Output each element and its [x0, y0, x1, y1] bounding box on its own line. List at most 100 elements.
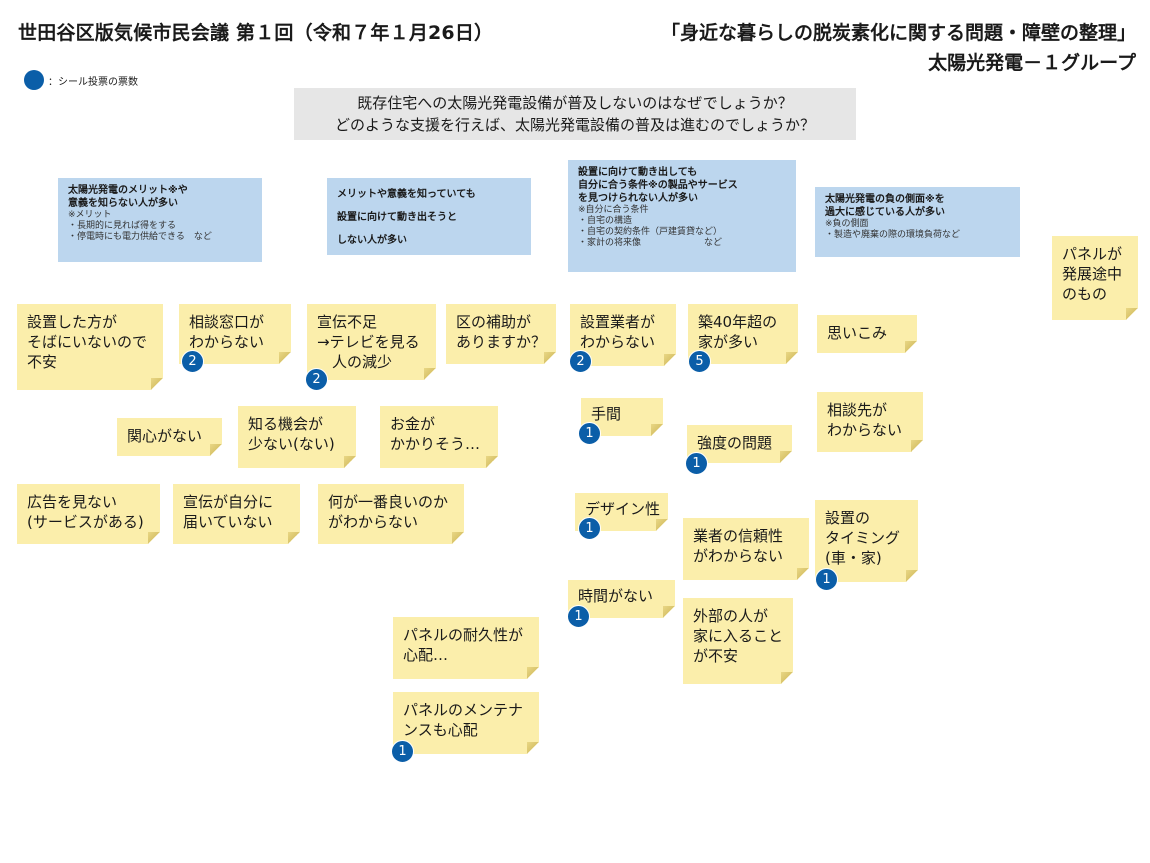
category-title: を見つけられない人が多い: [578, 193, 698, 204]
note-text: 外部の人が: [693, 607, 769, 625]
category-note: ・自宅の構造: [578, 216, 633, 226]
note-text: わからない: [580, 333, 656, 351]
category-title: 太陽光発電の負の側面※を: [825, 194, 945, 205]
note-text: ありますか？: [456, 333, 547, 351]
note-text: 発展途中: [1062, 265, 1123, 283]
sticky-note: 広告を見ない (サービスがある): [17, 484, 160, 544]
note-text: がわからない: [693, 547, 784, 565]
note-fold: [651, 424, 663, 436]
note-text: がわからない: [328, 513, 419, 531]
note-text: パネルが: [1062, 245, 1123, 263]
category-note: ・製造や廃棄の際の環境負荷など: [825, 230, 961, 240]
sticky-note: 何が一番良いのか がわからない: [318, 484, 464, 544]
category-title: 過大に感じている人が多い: [825, 207, 945, 218]
category-title: 太陽光発電のメリット※や: [68, 185, 188, 196]
note-text: 知る機会が: [248, 415, 324, 433]
sticky-note: 築40年超の 家が多い: [688, 304, 798, 364]
note-text: 時間がない: [578, 587, 654, 605]
note-fold: [486, 456, 498, 468]
note-fold: [905, 341, 917, 353]
vote-count-badge: 1: [567, 605, 590, 628]
note-text: かかりそう…: [390, 435, 481, 453]
question-box: 既存住宅への太陽光発電設備が普及しないのはなぜでしょうか？ どのような支援を行え…: [294, 88, 856, 140]
category-note: ・家計の将来像 など: [578, 238, 723, 248]
category-title: しない人が多い: [337, 235, 407, 246]
category-title: メリットや意義を知っていても: [337, 189, 476, 200]
category-box: 太陽光発電のメリット※や 意義を知らない人が多い ※メリット ・長期的に見れば得…: [58, 178, 262, 262]
note-fold: [663, 606, 675, 618]
sticky-note: 宣伝が自分に 届いていない: [173, 484, 300, 544]
note-fold: [911, 440, 923, 452]
note-fold: [452, 532, 464, 544]
note-text: 心配…: [403, 646, 449, 664]
page-title: 世田谷区版気候市民会議 第１回（令和７年１月26日）: [18, 22, 494, 44]
note-text: 関心がない: [127, 427, 203, 445]
note-text: 宣伝が自分に: [183, 493, 274, 511]
sticky-note: 宣伝不足 →テレビを見る 人の減少: [307, 304, 436, 380]
note-fold: [527, 667, 539, 679]
sticky-note: 相談先が わからない: [817, 392, 923, 452]
note-fold: [781, 672, 793, 684]
sticky-note: 設置した方が そばにいないので 不安: [17, 304, 163, 390]
question-line: どのような支援を行えば、太陽光発電設備の普及は進むのでしょうか？: [334, 116, 815, 134]
category-note: ※自分に合う条件: [578, 205, 649, 215]
note-text: 業者の信頼性: [693, 527, 784, 545]
category-note: ・長期的に見れば得をする: [68, 221, 177, 231]
sticky-note: パネルの耐久性が 心配…: [393, 617, 539, 679]
vote-count-badge: 1: [578, 517, 601, 540]
note-fold: [786, 352, 798, 364]
note-text: 手間: [591, 405, 622, 423]
note-text: 不安: [27, 353, 58, 371]
vote-dot-icon: [24, 70, 44, 90]
note-text: 思いこみ: [827, 324, 888, 342]
vote-count-badge: 2: [569, 350, 592, 373]
vote-count-badge: 2: [181, 350, 204, 373]
category-title: 設置に向けて動き出しても: [578, 167, 698, 178]
note-text: 設置業者が: [580, 313, 656, 331]
sticky-note: パネルのメンテナ ンスも心配: [393, 692, 539, 754]
note-text: 設置の: [825, 509, 871, 527]
note-fold: [151, 378, 163, 390]
sticky-note: 設置の タイミング (車・家): [815, 500, 918, 582]
sticky-note: パネルが 発展途中 のもの: [1052, 236, 1138, 320]
note-text: そばにいないので: [27, 333, 148, 351]
legend-label: ：シール投票の票数: [48, 76, 138, 88]
note-text: 区の補助が: [456, 313, 532, 331]
note-text: 少ない(ない): [248, 435, 335, 453]
vote-count-badge: 1: [685, 452, 708, 475]
note-text: 宣伝不足: [317, 313, 378, 331]
note-text: →テレビを見る: [317, 333, 420, 351]
subtitle-theme: 「身近な暮らしの脱炭素化に関する問題・障壁の整理」: [660, 22, 1136, 44]
note-fold: [279, 352, 291, 364]
category-title: 自分に合う条件※の製品やサービス: [578, 180, 738, 191]
note-text: ンスも心配: [403, 721, 478, 739]
category-note: ※メリット: [68, 210, 112, 220]
sticky-note: 思いこみ: [817, 315, 917, 353]
category-box: メリットや意義を知っていても 設置に向けて動き出そうと しない人が多い: [327, 178, 531, 255]
sticky-note: 業者の信頼性 がわからない: [683, 518, 809, 580]
note-text: タイミング: [825, 529, 901, 547]
note-fold: [288, 532, 300, 544]
category-box: 設置に向けて動き出しても 自分に合う条件※の製品やサービス を見つけられない人が…: [568, 160, 796, 272]
note-text: 設置した方が: [27, 313, 118, 331]
note-text: 届いていない: [183, 513, 273, 531]
note-text: お金が: [390, 415, 436, 433]
note-fold: [780, 451, 792, 463]
note-fold: [906, 570, 918, 582]
note-text: が不安: [693, 647, 739, 665]
sticky-note: お金が かかりそう…: [380, 406, 498, 468]
subtitle-group: 太陽光発電－１グループ: [928, 52, 1136, 74]
note-text: わからない: [827, 421, 903, 439]
note-text: 人の減少: [317, 353, 393, 371]
vote-count-badge: 1: [391, 740, 414, 763]
category-note: ※負の側面: [825, 219, 869, 229]
page-subtitle: 「身近な暮らしの脱炭素化に関する問題・障壁の整理」 太陽光発電－１グループ: [661, 18, 1136, 78]
vote-count-badge: 1: [578, 422, 601, 445]
note-text: 築40年超の: [698, 313, 778, 331]
note-fold: [664, 354, 676, 366]
vote-count-badge: 5: [688, 350, 711, 373]
category-title: 意義を知らない人が多い: [68, 198, 178, 209]
note-fold: [424, 368, 436, 380]
note-text: (サービスがある): [27, 513, 144, 531]
note-text: 強度の問題: [697, 434, 773, 452]
